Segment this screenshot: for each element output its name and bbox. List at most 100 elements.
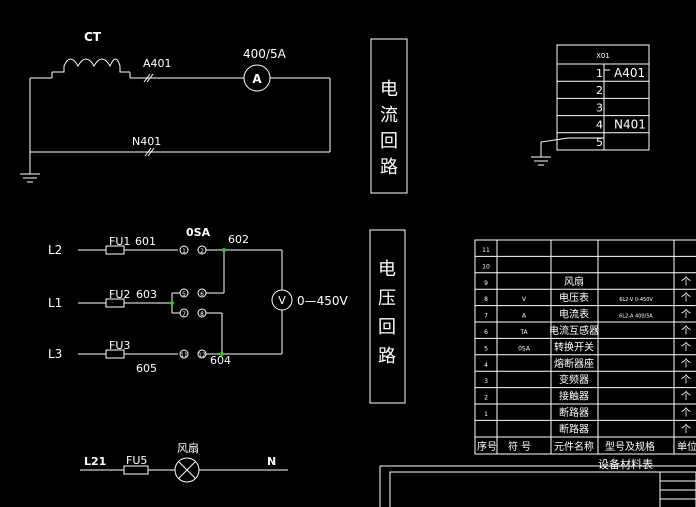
bom-row-name: 电流互感器 (549, 324, 599, 337)
bom-row-no: 5 (484, 345, 488, 352)
bom-row-name: 电流表 (559, 308, 589, 321)
wire-label-602: 602 (228, 233, 249, 246)
bom-header-unit: 单位 (677, 440, 696, 453)
current-title-box: 电流回路 (370, 38, 408, 194)
svg-text:11: 11 (180, 352, 188, 359)
line-label-l2: L2 (48, 243, 62, 257)
terminal-number: 4 (596, 119, 603, 132)
svg-text:7: 7 (182, 311, 186, 318)
bom-row-symbol: TA (519, 329, 528, 336)
fan-label: 风扇 (177, 441, 199, 455)
ground-icon (20, 173, 40, 183)
bom-row-unit: 个 (681, 423, 691, 435)
neutral-label: N (267, 455, 276, 468)
bom-row-name: 接触器 (559, 390, 589, 403)
bom-row-name: 断路器 (559, 406, 589, 419)
voltage-circuit-title: 电压回路 (378, 259, 396, 367)
svg-text:1: 1 (182, 248, 186, 255)
wire-n401-label: N401 (132, 135, 161, 148)
wire-label-601: 601 (135, 235, 156, 248)
ct-label: CT (84, 30, 102, 44)
terminal-number: 3 (596, 101, 603, 114)
svg-text:12: 12 (198, 352, 206, 359)
bom-row-no: 3 (484, 378, 488, 385)
bom-row-symbol: V (522, 296, 527, 303)
terminal-block: X01 1 A401 2 3 4 N401 5 (531, 44, 650, 166)
voltmeter (271, 289, 293, 311)
bom-row-name: 转换开关 (554, 340, 594, 353)
bom-row-unit: 个 (681, 374, 691, 386)
switch-contacts: 1 2 5 6 7 8 11 12 (179, 245, 207, 359)
ammeter-symbol: A (252, 72, 262, 86)
fan-icon (174, 457, 200, 483)
wire-label-603: 603 (136, 288, 157, 301)
bom-row-no: 8 (484, 296, 488, 303)
ct-coil (52, 58, 130, 73)
bom-header-name: 元件名称 (554, 440, 594, 453)
terminal-number: 2 (596, 84, 603, 97)
bom-row-no: 6 (484, 329, 488, 336)
bom-header-no: 序号 (477, 440, 497, 453)
bom-row-symbol: 0SA (518, 345, 531, 352)
terminal-ground-icon (531, 156, 551, 166)
bom-row-name: 风扇 (564, 275, 584, 288)
line-label-l3: L3 (48, 347, 62, 361)
bom-row-name: 断路器 (559, 422, 589, 435)
wire-label-605: 605 (136, 362, 157, 375)
fuse-label-fu5: FU5 (126, 454, 147, 467)
bom-row-no: 9 (484, 280, 488, 287)
title-block-frame (379, 465, 696, 507)
terminal-number: 5 (596, 136, 603, 149)
bom-row-no: 10 (482, 263, 490, 270)
wire-label-604: 604 (210, 354, 231, 367)
bom-row-no: 7 (484, 313, 488, 320)
fuse-fu5 (123, 465, 149, 475)
svg-text:2: 2 (200, 248, 204, 255)
bom-row-no: 2 (484, 395, 488, 402)
voltage-circuit: 0SA L2 FU1 601 L1 FU2 603 L3 FU3 605 1 2… (48, 226, 349, 375)
bom-row-unit: 个 (681, 309, 691, 321)
fuse-label-fu2: FU2 (109, 288, 130, 301)
bom-row-unit: 个 (681, 341, 691, 353)
bom-row-no: 4 (484, 362, 488, 369)
svg-text:5: 5 (182, 291, 186, 298)
current-circuit-title: 电流回路 (380, 79, 398, 178)
fan-circuit: L21 FU5 风扇 N (80, 441, 288, 483)
terminal-label: A401 (614, 66, 645, 80)
bom-header-spec: 型号及规格 (605, 440, 655, 453)
bom-row-unit: 个 (681, 391, 691, 403)
bom-row-symbol: A (522, 313, 527, 320)
voltmeter-symbol: V (278, 294, 286, 307)
bom-title: 设备材料表 (598, 457, 653, 471)
ammeter-rating: 400/5A (243, 47, 287, 61)
wire-a401-label: A401 (143, 57, 172, 70)
bom-row-unit: 个 (681, 358, 691, 370)
fan-line-label: L21 (84, 455, 106, 468)
switch-label: 0SA (186, 226, 211, 239)
bom-header-sym: 符 号 (508, 440, 531, 453)
bom-row-name: 变频器 (559, 373, 589, 386)
bom-row-unit: 个 (681, 276, 691, 288)
svg-text:8: 8 (200, 311, 204, 318)
bom-row-spec: 6L2-A 400/5A (619, 314, 653, 320)
terminal-number: 1 (596, 67, 603, 80)
current-circuit: CT A401 A 400/5A N401 (20, 30, 331, 183)
bom-row-name: 电压表 (559, 291, 589, 304)
voltmeter-range: 0—450V (297, 294, 349, 308)
bom-row-spec: 6L2-V 0-450V (619, 297, 653, 303)
voltage-title-box: 电压回路 (369, 229, 406, 404)
bom-row-unit: 个 (681, 407, 691, 419)
terminal-label: N401 (614, 118, 646, 132)
line-label-l1: L1 (48, 296, 62, 310)
bom-row-name: 熔断器座 (554, 357, 594, 370)
fuse-label-fu3: FU3 (109, 339, 130, 352)
bom-row-no: 1 (484, 411, 488, 418)
svg-text:6: 6 (200, 291, 204, 298)
bom-row-unit: 个 (681, 292, 691, 304)
bom-row-unit: 个 (681, 325, 691, 337)
terminal-block-header: X01 (596, 52, 610, 60)
fuse-label-fu1: FU1 (109, 235, 130, 248)
bom-row-no: 11 (482, 247, 490, 254)
